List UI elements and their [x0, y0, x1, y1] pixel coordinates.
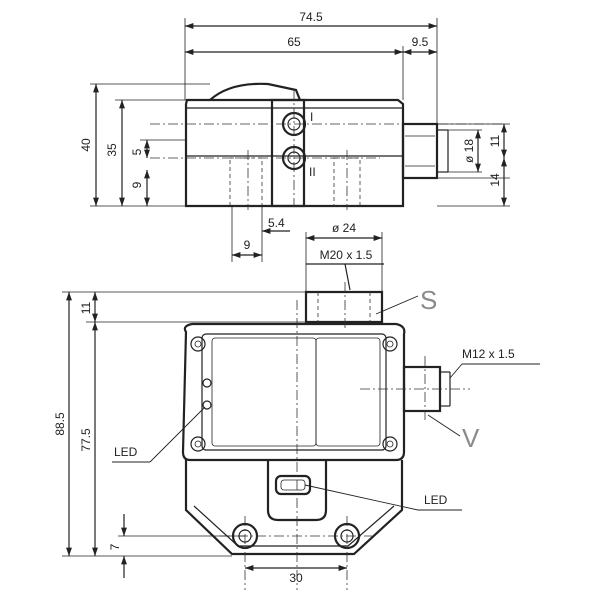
front-view: ø 24 M20 x 1.5 — [53, 221, 540, 590]
top-cable-gland — [304, 290, 384, 324]
dim-body-height-front: 77.5 — [79, 428, 93, 452]
corner-screw-br — [382, 436, 398, 452]
dim-connector-upper: 11 — [488, 134, 502, 147]
side-connector — [401, 122, 439, 180]
dim-small-offset: 5.4 — [268, 216, 285, 230]
label-s: S — [420, 285, 437, 315]
dim-total-height: 88.5 — [53, 412, 67, 436]
dim-bottom-offset: 7 — [108, 543, 122, 550]
dim-gap: 5 — [130, 148, 144, 155]
dim-body-width: 65 — [287, 35, 301, 49]
dim-lower: 9 — [130, 181, 144, 188]
dim-body-height: 35 — [105, 143, 119, 157]
top-view: 74.5 65 9.5 I II — [79, 10, 510, 262]
dim-connector-offset: 9.5 — [412, 35, 429, 49]
housing-upper — [181, 322, 406, 462]
led-indicator-bottom — [202, 400, 212, 410]
label-v: V — [462, 423, 480, 453]
dim-overall-width: 74.5 — [299, 10, 323, 24]
corner-screw-tr — [382, 336, 398, 352]
dim-side-thread: M12 x 1.5 — [462, 347, 515, 361]
dim-top-height: 11 — [79, 301, 93, 314]
dim-connector-lower: 14 — [488, 173, 502, 187]
dim-connector-dia: ø 18 — [462, 139, 476, 163]
marker-ii: II — [309, 165, 316, 179]
dim-top-dia: ø 24 — [332, 221, 356, 235]
led-window — [274, 474, 312, 496]
lid-inner — [201, 333, 387, 451]
dim-foot-width: 9 — [244, 238, 251, 252]
marker-i: I — [310, 110, 313, 124]
led-indicator-top — [202, 378, 212, 388]
dim-top-thread: M20 x 1.5 — [320, 248, 373, 262]
dim-hole-spacing: 30 — [289, 571, 303, 585]
housing-lower — [184, 460, 404, 556]
corner-screw-tl — [190, 336, 206, 352]
dim-overall-height: 40 — [79, 138, 93, 152]
corner-screw-bl — [190, 436, 206, 452]
label-led-left: LED — [114, 445, 138, 459]
label-led-right: LED — [424, 493, 448, 507]
top-body-outline — [184, 98, 405, 208]
top-latch — [209, 82, 302, 101]
